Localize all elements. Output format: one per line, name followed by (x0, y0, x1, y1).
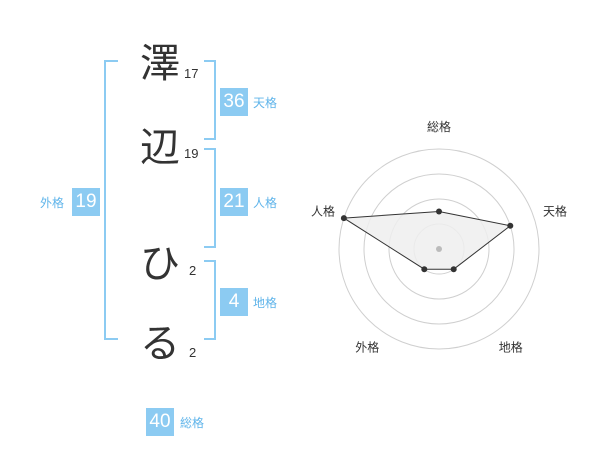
radar-point-3 (450, 266, 457, 273)
jinkaku-label: 人格 (253, 196, 278, 210)
tenkaku-label: 天格 (253, 96, 278, 110)
name-char-1: 澤 (140, 41, 180, 87)
name-char-2: 辺 (140, 125, 180, 171)
jinkaku-value: 21 (220, 188, 248, 216)
jinkaku-bracket (204, 148, 216, 248)
tenkaku-bracket (204, 60, 216, 140)
radar-axis-label-5: 人格 (311, 203, 335, 218)
radar-point-1 (436, 208, 442, 215)
radar-ring-4 (338, 148, 540, 350)
radar-ring-2 (388, 198, 490, 300)
radar-point-5 (340, 215, 347, 222)
radar-axis-label-4: 外格 (355, 340, 379, 355)
radar-ring-3 (363, 173, 515, 325)
chikaku-label: 地格 (253, 296, 278, 310)
radar-point-4 (421, 266, 428, 273)
stroke-count-4: 2 (189, 345, 197, 360)
radar-axis-label-1: 総格 (427, 119, 451, 134)
gaikaku-value: 19 (72, 188, 100, 216)
soukaku-value: 40 (146, 408, 174, 436)
stroke-count-2: 19 (184, 146, 199, 161)
name-char-4: る (140, 321, 180, 367)
stroke-count-3: 2 (189, 263, 197, 278)
radar-point-2 (507, 222, 514, 229)
gaikaku-label: 外格 (40, 196, 65, 210)
radar-axis-label-3: 地格 (499, 340, 523, 355)
radar-center-dot (436, 246, 442, 252)
name-char-3: ひ (140, 241, 180, 287)
stroke-count-1: 17 (184, 66, 199, 81)
radar-axis-label-2: 天格 (543, 203, 567, 218)
chikaku-value: 4 (220, 288, 248, 316)
gaikaku-bracket (104, 60, 118, 340)
soukaku-label: 総格 (180, 416, 205, 430)
radar-data-polygon (342, 210, 512, 270)
tenkaku-value: 36 (220, 88, 248, 116)
chikaku-bracket (204, 260, 216, 340)
